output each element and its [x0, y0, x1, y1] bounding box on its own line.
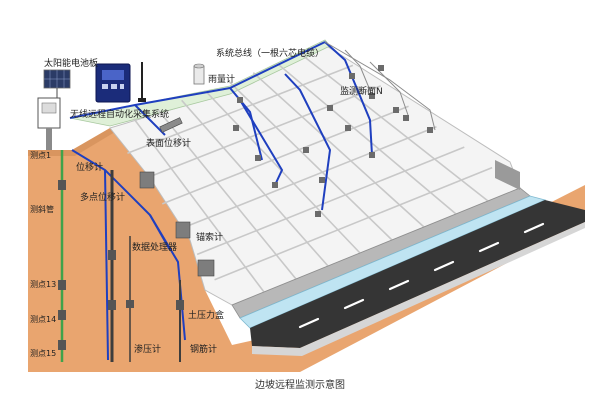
sensor-icon: [345, 125, 351, 131]
soil-edge: [28, 128, 115, 156]
monitor-cabinet-icon: [37, 97, 61, 150]
junction-box-2: [175, 221, 191, 239]
sensor-icon: [237, 97, 243, 103]
road-dashes: [298, 222, 545, 329]
grid-line: [157, 109, 297, 280]
label-solar-panel: 太阳能电池板: [44, 57, 98, 69]
sensor-icon: [58, 280, 66, 290]
sensor-icon: [403, 115, 409, 121]
junction-box-1: [139, 171, 155, 189]
datalogger-icon: [95, 63, 131, 103]
label-point-14: 测点14: [30, 315, 56, 324]
label-data-processor: 数据处理器: [132, 241, 177, 253]
solar-panel-icon: [43, 69, 71, 98]
sensor-icon: [393, 107, 399, 113]
label-system-bus: 系统总线（一根六芯电缆）: [216, 47, 324, 59]
label-point-1: 测点1: [30, 151, 51, 160]
label-earth-pressure: 土压力盒: [188, 309, 224, 321]
grid-line: [127, 64, 354, 155]
sensor-icon: [108, 300, 116, 310]
sensor-icon: [58, 310, 66, 320]
sensor-icon: [126, 300, 134, 308]
label-rebar-meter: 钢筋计: [190, 343, 217, 355]
label-multi-disp: 多点位移计: [80, 191, 125, 203]
label-point-13: 测点13: [30, 280, 56, 289]
sensor-icon: [233, 125, 239, 131]
label-point-15: 测点15: [30, 349, 56, 358]
sensor-icon: [378, 65, 384, 71]
sensor-icon: [176, 300, 184, 310]
label-monitor-section: 监测断面N: [340, 85, 383, 97]
grid-line: [204, 90, 361, 254]
grid-line: [179, 125, 437, 230]
grid-line: [252, 72, 425, 228]
sensor-icon: [369, 152, 375, 158]
label-surface-disp: 表面位移计: [146, 137, 191, 149]
label-wireless-system: 无线远程自动化采集系统: [70, 108, 169, 120]
grid-line: [196, 146, 465, 256]
slope-sensors: [233, 65, 433, 217]
stone-wall: [495, 160, 520, 190]
label-disp-gauge: 位移计: [76, 161, 103, 173]
sensor-icon: [319, 177, 325, 183]
sensor-icon: [58, 180, 66, 190]
grid-line: [181, 99, 329, 267]
antenna-icon: [138, 62, 146, 102]
label-piezometer: 渗压计: [134, 343, 161, 355]
sensor-icon: [427, 127, 433, 133]
grid-line: [144, 85, 382, 180]
junction-box-3: [197, 259, 215, 277]
sensor-icon: [303, 147, 309, 153]
sensor-icon: [349, 73, 355, 79]
sensor-icon: [58, 340, 66, 350]
grid-line: [276, 62, 457, 215]
road: [250, 200, 585, 348]
grid-line: [161, 105, 409, 205]
grid-line: [228, 81, 393, 241]
sensor-icon: [369, 93, 375, 99]
label-rain-gauge: 雨量计: [208, 73, 235, 85]
sensor-icon: [315, 211, 321, 217]
rain-gauge-icon: [193, 63, 205, 85]
sensor-icon: [327, 105, 333, 111]
sensor-icon: [272, 182, 278, 188]
diagram-caption: 边坡远程监测示意图: [255, 378, 345, 391]
label-anchor-meter: 锚索计: [196, 231, 223, 243]
sensor-icon: [255, 155, 261, 161]
slope-cables-thin: [324, 41, 436, 131]
sensor-icon: [108, 250, 116, 260]
slope-grid: [127, 53, 493, 293]
grid-line: [214, 166, 493, 281]
label-incl-tube: 测斜管: [30, 204, 54, 214]
surface-disp-icon: [159, 117, 183, 133]
grid-line: [300, 53, 489, 202]
grid-line: [133, 118, 265, 293]
